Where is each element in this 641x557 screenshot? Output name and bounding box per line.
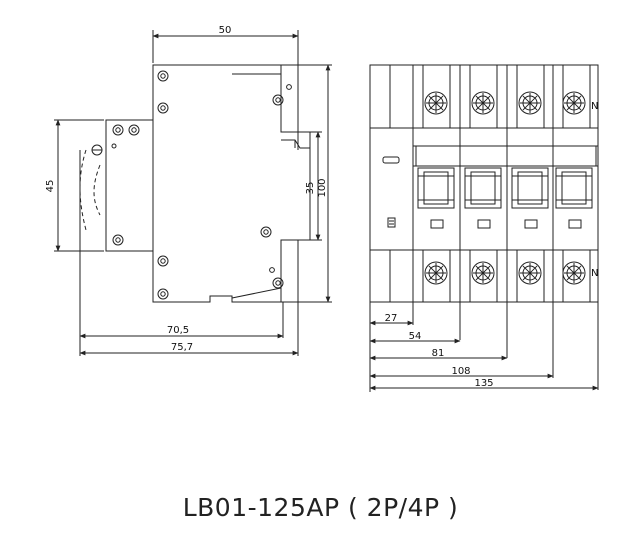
dim-depth-total-label: 75,7 xyxy=(171,342,193,353)
indicator-slot xyxy=(568,219,582,229)
toggle-module xyxy=(555,167,593,209)
toggle-module xyxy=(464,167,502,209)
toggle-module xyxy=(511,167,549,209)
terminal-screw-icon xyxy=(424,261,448,285)
terminal-screw-icon xyxy=(518,91,542,115)
dim-front-54: 54 xyxy=(409,331,422,342)
dim-front-81: 81 xyxy=(432,348,445,359)
dim-front-27: 27 xyxy=(385,313,398,324)
indicator-slot xyxy=(430,219,444,229)
dim-width-label: 50 xyxy=(219,25,232,36)
terminal-screw-icon xyxy=(562,91,586,115)
side-view xyxy=(54,30,332,356)
dim-front-108: 108 xyxy=(451,366,470,377)
indicator-slot xyxy=(477,219,491,229)
dim-front-135: 135 xyxy=(474,378,493,389)
toggle-module xyxy=(417,167,455,209)
neutral-bottom-label: N xyxy=(591,268,598,279)
neutral-top-label: N xyxy=(591,101,598,112)
dim-rail-label: 35 xyxy=(305,182,316,195)
dim-left-height-label: 45 xyxy=(45,180,56,193)
dim-height-label: 100 xyxy=(317,178,328,197)
front-view xyxy=(369,64,599,392)
dim-depth-front-label: 70,5 xyxy=(167,325,189,336)
terminal-screw-icon xyxy=(562,261,586,285)
product-title: LB01-125AP ( 2P/4P ) xyxy=(182,493,459,522)
side-view-outline xyxy=(105,64,311,303)
poles xyxy=(417,91,593,285)
terminal-screw-icon xyxy=(424,91,448,115)
terminal-screw-icon xyxy=(471,261,495,285)
front-view-outline xyxy=(369,64,599,303)
terminal-screw-icon xyxy=(471,91,495,115)
terminal-screw-icon xyxy=(518,261,542,285)
indicator-slot xyxy=(524,219,538,229)
